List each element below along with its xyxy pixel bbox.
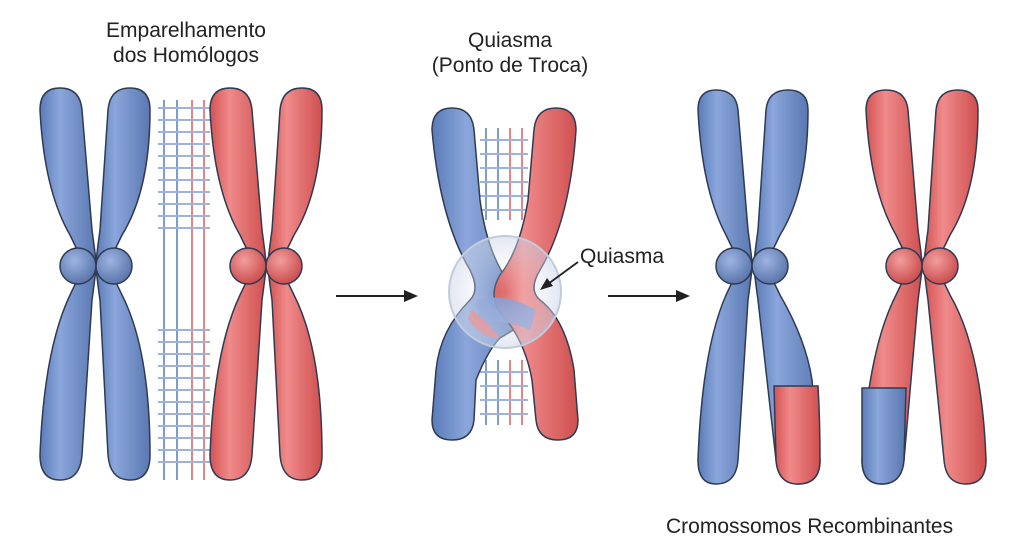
chiasma-title: Quiasma (Ponto de Troca) [400, 28, 620, 78]
stage-chiasma [431, 107, 579, 441]
chiasma-highlight-circle [448, 235, 562, 349]
chiasma-ladder [480, 128, 528, 425]
stage-pairing [39, 87, 323, 481]
chromosome-blue-recombinant [697, 89, 821, 485]
chromosome-blue-paired [39, 87, 151, 481]
chiasma-title-line1: Quiasma [467, 29, 553, 52]
pointer-arrow-icon [540, 261, 579, 290]
chiasma-pointer-label: Quiasma [580, 245, 665, 268]
chromosome-red-recombinant [861, 89, 987, 485]
right-arrow-icon [608, 290, 690, 302]
pairing-title-line2: dos Homólogos [113, 44, 259, 67]
stage-recombinant [697, 89, 987, 485]
chromosome-red-paired [209, 87, 323, 481]
recombinant-label: Cromossomos Recombinantes [666, 515, 954, 538]
pairing-title: Emparelhamento dos Homólogos [86, 18, 286, 68]
synaptonemal-ladder [158, 100, 210, 480]
pairing-title-line1: Emparelhamento [106, 19, 266, 42]
chiasma-title-line2: (Ponto de Troca) [431, 54, 589, 77]
right-arrow-icon [336, 290, 418, 302]
